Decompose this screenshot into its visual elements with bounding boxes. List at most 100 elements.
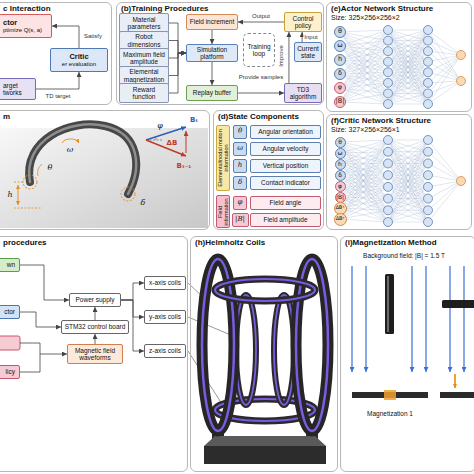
network-connection	[388, 83, 428, 104]
input-neuron: |B|	[334, 96, 346, 108]
input-neuron: ω	[335, 148, 346, 159]
flow-arrow	[238, 22, 284, 23]
node-text: Power supply	[75, 296, 114, 303]
network-connection	[388, 140, 428, 163]
network-connection	[340, 163, 388, 175]
height-tick	[14, 182, 23, 183]
process-box: y-axis coils	[144, 310, 186, 324]
network-connection	[340, 62, 388, 88]
network-connection	[340, 140, 388, 153]
process-box: Magnetic field waveforms	[67, 344, 123, 364]
input-neuron: δ	[335, 170, 346, 181]
network-connection	[340, 210, 388, 219]
network-connection	[340, 30, 388, 88]
node-text: ω	[237, 145, 243, 153]
network-connection	[388, 30, 428, 93]
network-connection	[340, 175, 388, 197]
network-connection	[388, 30, 428, 41]
field-lines	[352, 266, 464, 372]
panel-title: (f)Critic Network Structure	[331, 117, 467, 126]
panel-title: (d)State Components	[218, 113, 319, 122]
magnet-rod	[385, 274, 394, 334]
network-connection	[388, 199, 428, 222]
hidden-neuron	[384, 171, 393, 180]
network-connection	[340, 164, 388, 210]
hidden-neuron	[424, 78, 433, 87]
flow-arrow	[212, 62, 213, 85]
node-text: Reward function	[122, 86, 166, 100]
network-connection	[340, 199, 388, 219]
node-text: Field angle	[270, 199, 302, 206]
edge-label: TD target	[44, 93, 71, 99]
node-text: Angular orientation	[258, 128, 313, 135]
process-box: TD3 algorithm	[284, 83, 322, 103]
network-connection	[388, 41, 428, 104]
network-connection	[388, 222, 428, 223]
input-neuron: φ	[335, 181, 346, 192]
flow-arrow	[20, 265, 69, 300]
angle-arc	[38, 164, 42, 176]
hidden-neuron	[424, 89, 433, 98]
network-connection	[340, 197, 388, 222]
network-connection	[388, 83, 428, 104]
hidden-neuron	[384, 36, 393, 45]
robot-strip	[29, 124, 136, 194]
network-connection	[340, 142, 388, 222]
process-box: Control policy	[284, 12, 322, 32]
network-connection	[388, 30, 428, 41]
network-connection	[340, 72, 388, 102]
network-connection	[388, 140, 428, 175]
node-text: Robot dimensions	[122, 33, 166, 47]
hidden-neuron	[424, 194, 433, 203]
magnetization-arrow	[454, 374, 456, 388]
node-text: Field amplitude	[263, 216, 307, 223]
figure-panel: procedureswnctorlicyPower supplySTM32 co…	[0, 236, 188, 472]
network-connection	[340, 197, 388, 210]
node-text: |B|	[235, 216, 245, 224]
input-neuron: h	[334, 54, 346, 66]
process-box: Training loop	[243, 33, 275, 67]
hidden-neuron	[384, 89, 393, 98]
network-connection	[428, 181, 461, 187]
network-connection	[388, 104, 428, 105]
height-arrow	[18, 185, 19, 205]
node-text: |B|	[336, 98, 345, 105]
node-text: ω	[337, 42, 342, 49]
node-text: TD3 algorithm	[287, 86, 319, 100]
output-neuron	[457, 51, 466, 60]
category-band: Elemental/nodal motion information	[216, 125, 230, 191]
hidden-neuron	[424, 171, 433, 180]
robot-strip-highlight	[29, 124, 136, 194]
network-connection	[428, 181, 461, 222]
network-connection	[340, 41, 388, 88]
network-connection	[340, 164, 388, 222]
symbol-label: ΔB	[167, 140, 178, 147]
output-neuron	[457, 177, 466, 186]
node-text: δ	[338, 70, 342, 77]
node-text: h	[238, 162, 243, 170]
figure-panel: (b)Training ProceduresMaterial parameter…	[116, 2, 324, 105]
network-connection	[388, 30, 428, 62]
node-text: Replay buffer	[193, 89, 232, 96]
network-connection	[428, 55, 461, 72]
network-connection	[428, 175, 461, 181]
field-line	[411, 266, 412, 372]
hidden-neuron	[384, 218, 393, 227]
flow-arrow	[238, 93, 284, 94]
hidden-neuron	[424, 182, 433, 191]
network-connection	[340, 152, 388, 186]
network-connection	[388, 93, 428, 104]
network-connection	[428, 140, 461, 181]
network-connection	[388, 140, 428, 175]
network-connection	[388, 30, 428, 93]
network-connection	[388, 140, 428, 163]
field-vector	[146, 127, 186, 140]
hidden-neuron	[424, 36, 433, 45]
network-connection	[340, 187, 388, 219]
network-connection	[388, 140, 428, 210]
panel-subtitle: Size: 327×256×256×1	[331, 126, 467, 134]
input-neuron: |B|	[335, 192, 346, 203]
hidden-neuron	[384, 194, 393, 203]
process-box: Field angle	[250, 196, 321, 210]
